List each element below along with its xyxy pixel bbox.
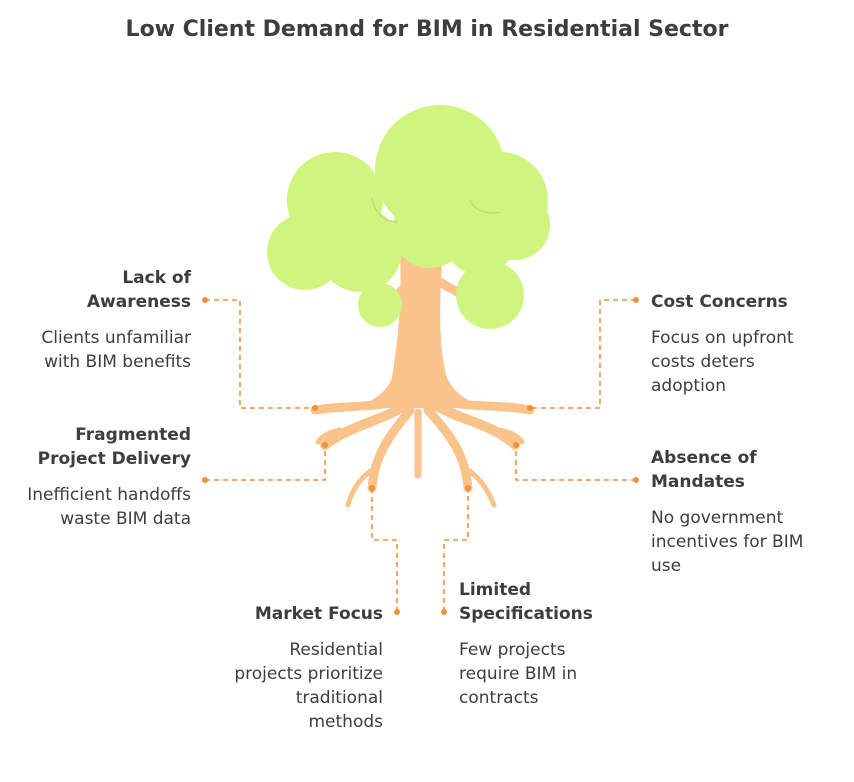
factor-mandates: Absence of Mandates No government incent…: [651, 446, 816, 578]
factor-title: Market Focus: [254, 604, 383, 624]
factor-title: Lack of Awareness: [86, 268, 191, 312]
diagram-title: Low Client Demand for BIM in Residential…: [125, 17, 729, 42]
factor-description: Inefficient handoffs waste BIM data: [27, 485, 191, 529]
factor-title: Absence of Mandates: [651, 448, 757, 492]
factor-description: No government incentives for BIM use: [651, 508, 804, 576]
factor-title: Fragmented Project Delivery: [37, 425, 191, 469]
factor-title: Limited Specifications: [459, 580, 593, 624]
connector-market: [369, 485, 400, 615]
factor-description: Clients unfamiliar with BIM benefits: [41, 328, 191, 372]
tree-foliage: [267, 105, 550, 329]
factor-description: Focus on upfront costs deters adoption: [651, 328, 794, 396]
factor-fragmented: Fragmented Project Delivery Inefficient …: [20, 423, 191, 531]
factor-description: Few projects require BIM in contracts: [459, 640, 578, 708]
factor-title: Cost Concerns: [651, 292, 788, 312]
factor-awareness: Lack of Awareness Clients unfamiliar wit…: [20, 266, 191, 374]
connector-cost: [527, 297, 639, 411]
factor-description: Residential projects prioritize traditio…: [234, 640, 383, 732]
connector-fragmented: [202, 442, 328, 483]
factor-market: Market Focus Residential projects priori…: [220, 602, 383, 734]
factor-cost: Cost Concerns Focus on upfront costs det…: [651, 290, 831, 398]
tree-trunk: [355, 224, 485, 408]
factor-specs: Limited Specifications Few projects requ…: [459, 578, 619, 710]
connector-awareness: [202, 297, 318, 411]
tree-roots: [310, 395, 535, 508]
connector-specs: [441, 485, 471, 615]
connector-mandates: [513, 442, 639, 483]
